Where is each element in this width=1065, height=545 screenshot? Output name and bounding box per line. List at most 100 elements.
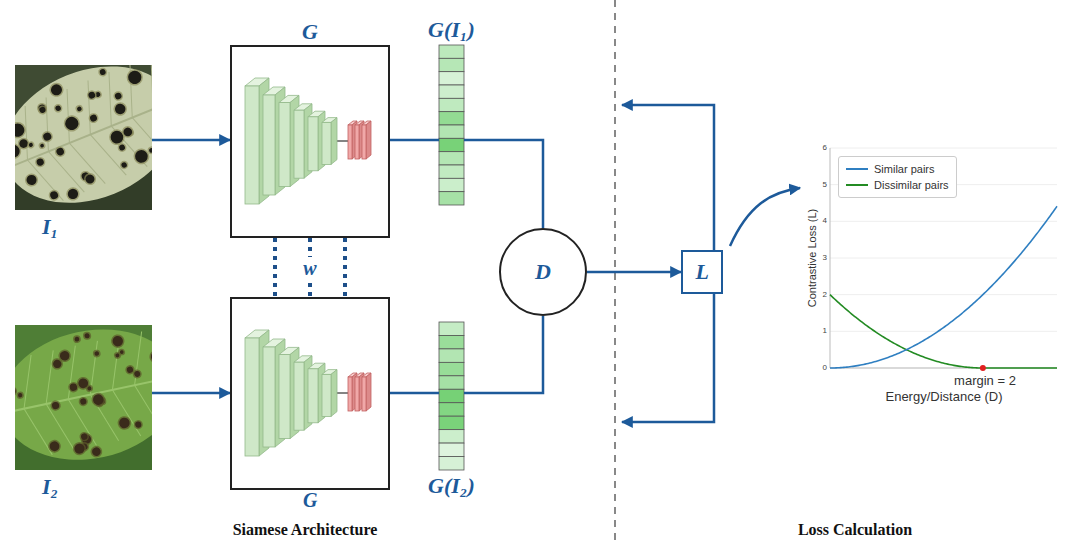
input-image: I₂ [15, 325, 152, 470]
leaf-image [74, 104, 84, 114]
loss-chart [830, 331, 1057, 332]
cnn-layers [308, 117, 318, 171]
leaf-image [119, 159, 130, 170]
connector [390, 139, 439, 142]
vector-cells [439, 138, 464, 151]
embedding-vector: G(I₂) [439, 322, 464, 470]
leaf-image [79, 431, 90, 442]
vector-cells [439, 416, 464, 429]
legend-entry: Similar pairs [846, 161, 949, 177]
cnn-layers [245, 338, 259, 456]
leaf-image [116, 142, 127, 153]
cnn-layers [331, 370, 337, 417]
vector-cells [439, 322, 464, 470]
leaf-image [74, 336, 80, 342]
vector-cells [439, 443, 464, 456]
leaf-image [55, 147, 65, 157]
leaf-image [68, 396, 96, 450]
leaf-image [39, 106, 47, 114]
tick-label: 1 [823, 327, 827, 335]
leaf-image [89, 114, 98, 123]
axis-title: Energy/Distance (D) [885, 390, 1002, 403]
tick-label: 0 [823, 364, 827, 372]
leaf-image [82, 331, 92, 341]
node-label: G(I₁) [428, 19, 475, 41]
leaf-image [23, 171, 40, 188]
leaf-image [69, 136, 105, 190]
cnn-layers [294, 110, 304, 178]
loss-chart [830, 221, 1057, 222]
vector-cells [439, 389, 464, 402]
leaf-image [24, 405, 52, 459]
annotation: margin = 2 [954, 374, 1016, 387]
leaf-image [80, 433, 88, 441]
loss-chart [830, 148, 1057, 371]
vector-cells [439, 403, 464, 416]
leaf-image [87, 112, 100, 125]
vector-cells [439, 125, 464, 138]
leaf-image [94, 351, 99, 356]
section-title: Siamese Architecture [233, 522, 378, 538]
leaf-image [135, 421, 142, 428]
leaf-image [18, 393, 23, 398]
leaf-image [18, 138, 29, 149]
leaf-image [25, 173, 38, 186]
leaf-image [135, 381, 152, 435]
input-image: I₁ [15, 65, 152, 210]
vector-cells [439, 45, 464, 58]
leaf-image [90, 128, 126, 182]
leaf-image [40, 143, 45, 148]
loss-chart [830, 148, 1057, 149]
distance-circle: D [499, 228, 587, 316]
leaf-image [61, 113, 82, 134]
leaf-image [36, 158, 45, 167]
leaf-image [49, 440, 61, 452]
leaf-image [89, 445, 103, 459]
leaf-image [84, 173, 96, 185]
cnn-layers [366, 121, 371, 159]
vector-cells [439, 349, 464, 362]
cnn-layers [348, 125, 352, 159]
vector-cells [439, 152, 464, 165]
cnn-layers [348, 377, 352, 411]
node-label: I₂ [42, 476, 58, 498]
vector-cells [439, 45, 464, 205]
leaf-image [15, 325, 152, 470]
node-label: I₁ [42, 216, 58, 238]
leaf-image [15, 65, 152, 210]
loss-chart [830, 148, 831, 368]
leaf-image [120, 124, 135, 139]
cnn-layers [245, 86, 259, 204]
leaf-image [113, 102, 127, 116]
vector-cells [439, 322, 464, 335]
leaf-image [15, 355, 42, 409]
leaf-image [28, 142, 33, 147]
leaf-image [112, 335, 124, 347]
connector [152, 392, 230, 395]
leaf-image [59, 350, 70, 361]
leaf-image [53, 145, 67, 159]
cnn-layers [279, 103, 290, 187]
tick-label: 3 [823, 254, 827, 262]
leaf-image [118, 417, 130, 429]
leaf-image [87, 91, 96, 100]
tick-label: 4 [823, 217, 827, 225]
leaf-image [148, 349, 152, 365]
leaf-image [49, 190, 59, 200]
leaf-image [146, 327, 152, 381]
leaf-image [91, 447, 101, 457]
leaf-image [47, 439, 62, 454]
cnn-layers [322, 122, 331, 164]
loss-chart [830, 294, 1057, 295]
legend-entry: Dissimilar pairs [846, 177, 949, 193]
vector-cells [439, 178, 464, 191]
leaf-image [133, 148, 150, 165]
embedding-vector: G(I₁) [439, 45, 464, 205]
leaf-image [92, 393, 105, 406]
leaf-image [112, 386, 140, 440]
backprop-arrow [622, 294, 714, 422]
leaf-image [97, 66, 108, 77]
leaf-image [72, 335, 81, 344]
leaf-image [29, 97, 65, 151]
vector-cells [439, 58, 464, 71]
